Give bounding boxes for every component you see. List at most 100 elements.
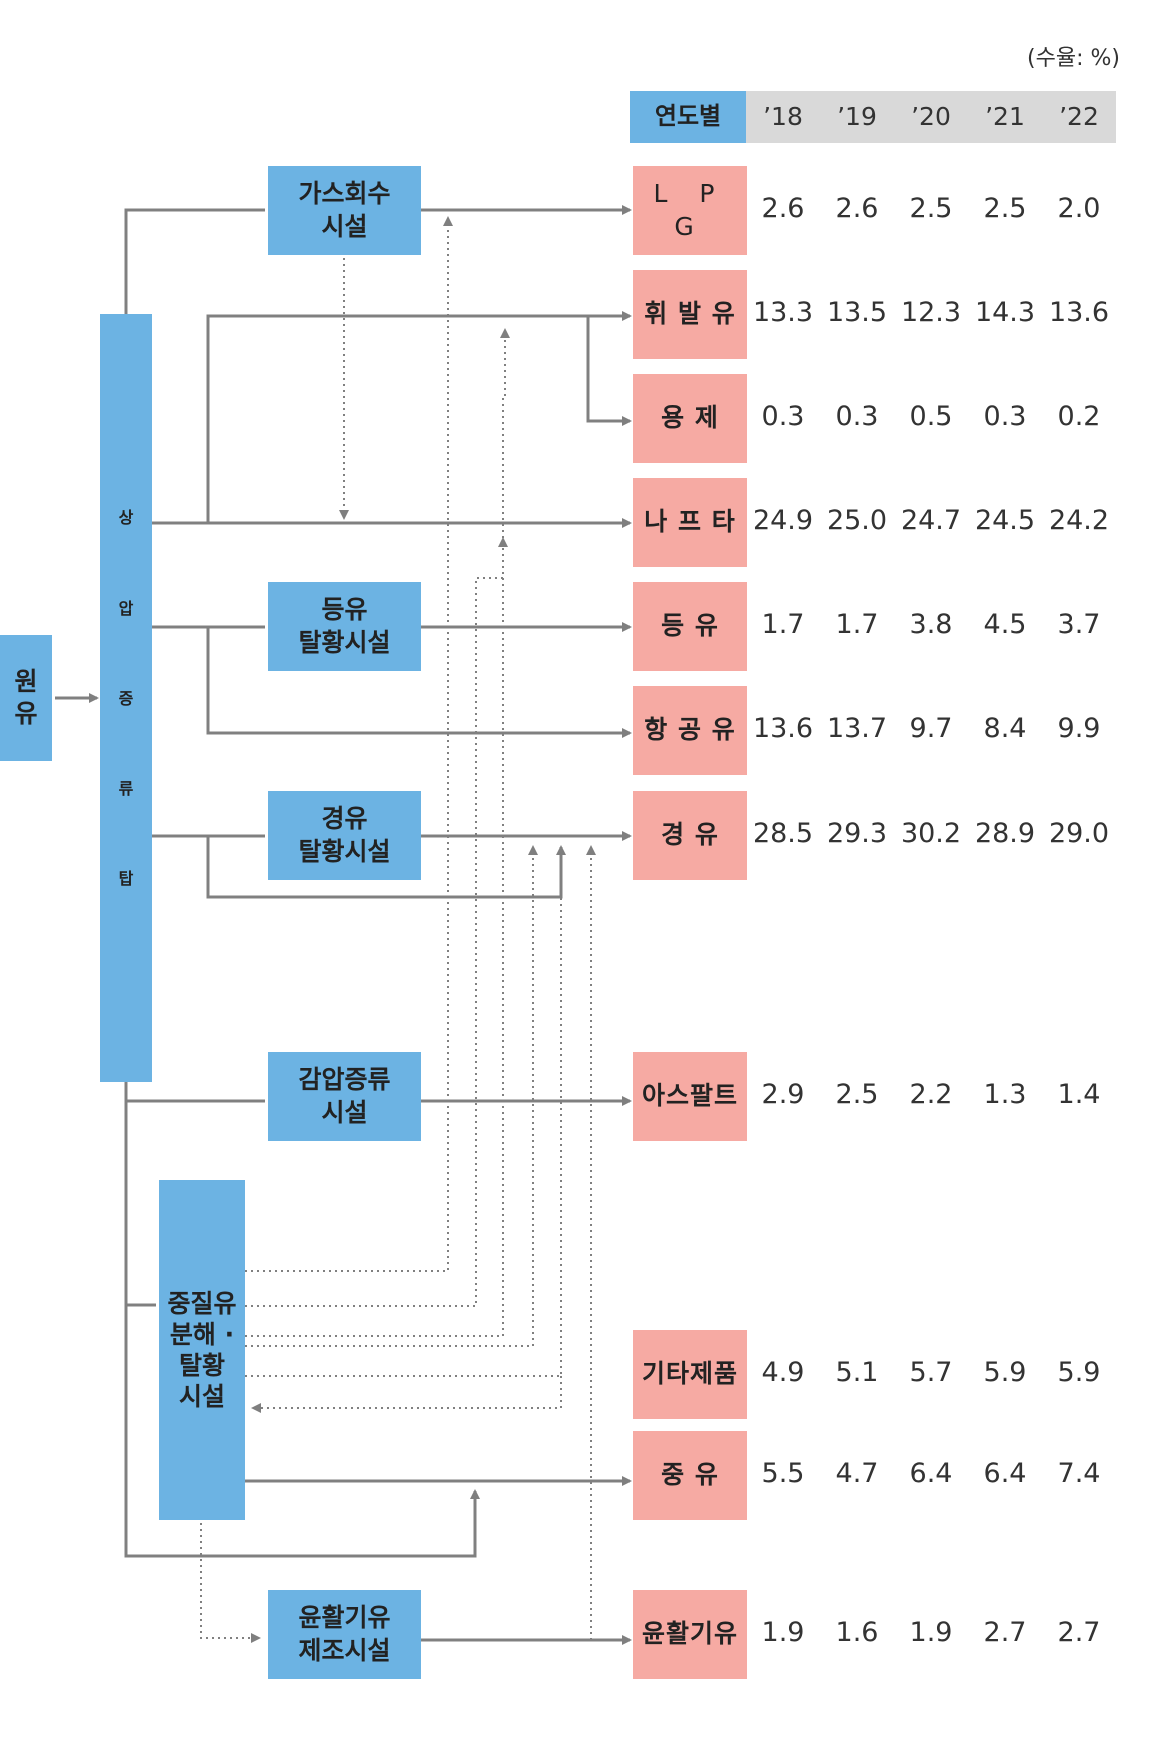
value-asphalt-19: 2.5 [835,1079,879,1110]
year-19: ’19 [837,102,877,131]
column-char-5: 탑 [118,869,134,888]
value-lube-base-oil-21: 2.7 [983,1617,1027,1648]
dotted-flow-23 [245,845,538,1347]
value-bunker-c-18: 5.5 [761,1458,805,1489]
lube-base-oil-facility: 윤활기유 제조시설 [268,1590,421,1679]
value-naphtha-22: 24.2 [1048,505,1110,536]
value-naphtha-20: 24.7 [900,505,962,536]
product-naphtha: 나 프 타 [633,478,747,567]
value-lpg-21: 2.5 [983,193,1027,224]
year-18: ’18 [763,102,803,131]
product-other: 기타제품 [633,1330,747,1419]
value-lpg-22: 2.0 [1057,193,1101,224]
heavy-oil-cracking-facility: 중질유 분해 · 탈황 시설 [159,1180,245,1520]
value-diesel-19: 29.3 [826,818,888,849]
product-gasoline: 휘 발 유 [633,270,747,359]
value-jet-fuel-20: 9.7 [909,713,953,744]
year-header-band [746,91,1116,143]
flow-line-2 [124,208,265,314]
flow-line-5 [206,311,632,523]
value-naphtha-18: 24.9 [752,505,814,536]
flow-line-9 [206,627,632,738]
value-lube-base-oil-20: 1.9 [909,1617,953,1648]
value-bunker-c-21: 6.4 [983,1458,1027,1489]
value-diesel-18: 28.5 [752,818,814,849]
value-lpg-19: 2.6 [835,193,879,224]
year-22: ’22 [1059,102,1099,131]
value-lube-base-oil-22: 2.7 [1057,1617,1101,1648]
value-other-21: 5.9 [983,1357,1027,1388]
value-other-20: 5.7 [909,1357,953,1388]
value-gasoline-19: 13.5 [826,297,888,328]
value-other-19: 5.1 [835,1357,879,1388]
dotted-flow-20 [245,216,453,1272]
value-asphalt-21: 1.3 [983,1079,1027,1110]
value-gasoline-22: 13.6 [1048,297,1110,328]
column-char-4: 류 [118,779,134,798]
product-asphalt: 아스팔트 [633,1052,747,1141]
value-other-22: 5.9 [1057,1357,1101,1388]
product-kerosene: 등 유 [633,582,747,671]
column-char-1: 상 [118,508,134,527]
year-20: ’20 [911,102,951,131]
value-gasoline-21: 14.3 [974,297,1036,328]
value-solvent-19: 0.3 [835,401,879,432]
vacuum-distillation-facility: 감압증류 시설 [268,1052,421,1141]
year-21: ’21 [985,102,1025,131]
value-naphtha-21: 24.5 [974,505,1036,536]
product-solvent: 용 제 [633,374,747,463]
dotted-flow-27 [200,1523,261,1643]
product-lpg: L P G [633,166,747,255]
value-kerosene-22: 3.7 [1057,609,1101,640]
value-bunker-c-20: 6.4 [909,1458,953,1489]
crude-char-1: 원 [14,666,38,696]
value-diesel-20: 30.2 [900,818,962,849]
value-kerosene-21: 4.5 [983,609,1027,640]
column-char-2: 압 [118,599,134,618]
value-gasoline-20: 12.3 [900,297,962,328]
flow-line-13 [124,1082,265,1103]
value-naphtha-19: 25.0 [826,505,888,536]
product-jet-fuel: 항 공 유 [633,686,747,775]
unit-note: (수율: %) [1027,46,1120,71]
value-kerosene-20: 3.8 [909,609,953,640]
value-lube-base-oil-18: 1.9 [761,1617,805,1648]
value-other-18: 4.9 [761,1357,805,1388]
crude-oil-box: 원 유 [0,635,52,761]
value-diesel-21: 28.9 [974,818,1036,849]
value-bunker-c-22: 7.4 [1057,1458,1101,1489]
value-asphalt-18: 2.9 [761,1079,805,1110]
value-solvent-20: 0.5 [909,401,953,432]
value-bunker-c-19: 4.7 [835,1458,879,1489]
value-jet-fuel-19: 13.7 [826,713,888,744]
value-asphalt-20: 2.2 [909,1079,953,1110]
column-char-3: 증 [118,689,134,708]
value-solvent-18: 0.3 [761,401,805,432]
value-diesel-22: 29.0 [1048,818,1110,849]
value-kerosene-18: 1.7 [761,609,805,640]
value-asphalt-22: 1.4 [1057,1079,1101,1110]
dotted-flow-25 [251,1376,562,1413]
value-jet-fuel-18: 13.6 [752,713,814,744]
diesel-desulfurization-facility: 경유 탈황시설 [268,791,421,880]
value-jet-fuel-21: 8.4 [983,713,1027,744]
gas-recovery-facility: 가스회수 시설 [268,166,421,255]
atmospheric-distillation-column: 상 압 증 류 탑 [100,314,152,1082]
year-header-label: 연도별 [630,91,746,143]
product-lube-base-oil: 윤활기유 [633,1590,747,1679]
value-gasoline-18: 13.3 [752,297,814,328]
value-lpg-20: 2.5 [909,193,953,224]
product-bunker-c: 중 유 [633,1431,747,1520]
flow-line-15 [124,1101,480,1558]
kerosene-desulfurization-facility: 등유 탈황시설 [268,582,421,671]
flow-line-6 [586,316,632,426]
crude-char-2: 유 [14,699,38,728]
flow-line-12 [206,836,566,899]
value-lube-base-oil-19: 1.6 [835,1617,879,1648]
value-solvent-22: 0.2 [1057,401,1101,432]
value-solvent-21: 0.3 [983,401,1027,432]
value-kerosene-19: 1.7 [835,609,879,640]
product-diesel: 경 유 [633,791,747,880]
value-lpg-18: 2.6 [761,193,805,224]
